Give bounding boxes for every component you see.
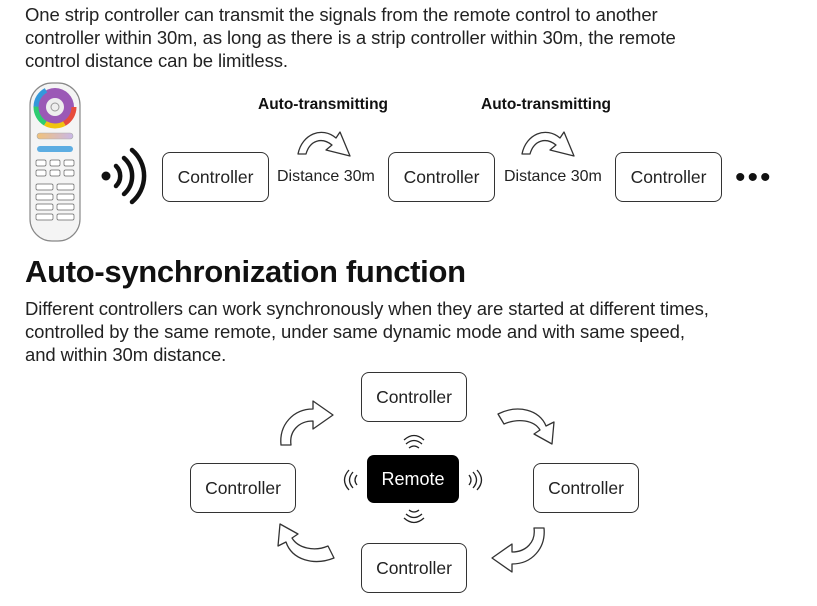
cycle-arrow-bottom-left-icon <box>277 523 335 563</box>
cycle-arrow-top-left-icon <box>280 400 334 446</box>
chain-controller-3: Controller <box>615 152 722 202</box>
sync-heading: Auto-synchronization function <box>25 254 466 289</box>
sync-controller-left: Controller <box>190 463 296 513</box>
intro-paragraph: One strip controller can transmit the si… <box>25 4 676 71</box>
chain-controller-2: Controller <box>388 152 495 202</box>
signal-up-icon <box>403 434 425 449</box>
sync-controller-right: Controller <box>533 463 639 513</box>
signal-waves-icon <box>101 147 147 205</box>
sync-paragraph: Different controllers can work synchrono… <box>25 298 709 365</box>
sync-controller-top: Controller <box>361 372 467 422</box>
remote-control-icon <box>29 82 81 242</box>
sync-controller-bottom: Controller <box>361 543 467 593</box>
cycle-arrow-top-right-icon <box>497 408 555 445</box>
remote-box: Remote <box>367 455 459 503</box>
auto-transmitting-label-1: Auto-transmitting <box>258 96 389 113</box>
signal-left-icon <box>343 469 358 491</box>
curved-arrow-icon <box>297 131 351 157</box>
curved-arrow-icon <box>521 131 575 157</box>
signal-down-icon <box>403 509 425 524</box>
more-indicator: ••• <box>735 161 773 194</box>
auto-transmitting-label-2: Auto-transmitting <box>481 96 612 113</box>
cycle-arrow-bottom-right-icon <box>491 527 545 573</box>
distance-label-1: Distance 30m <box>277 168 375 185</box>
signal-right-icon <box>468 469 483 491</box>
distance-label-2: Distance 30m <box>504 168 602 185</box>
chain-controller-1: Controller <box>162 152 269 202</box>
